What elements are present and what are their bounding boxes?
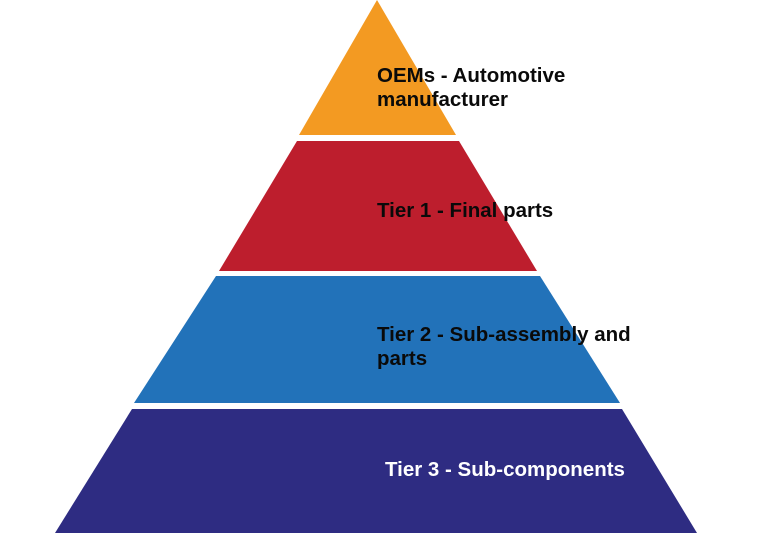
tier-label-tier-3: Tier 3 - Sub-components bbox=[385, 458, 625, 481]
pyramid-tier-2 bbox=[134, 276, 620, 403]
pyramid-tier-oem bbox=[299, 0, 456, 135]
tier-label-oem: OEMs - Automotive manufacturer bbox=[377, 64, 566, 111]
pyramid-tier-3 bbox=[55, 409, 697, 533]
pyramid-tier-1 bbox=[219, 141, 537, 271]
tier-label-tier-2: Tier 2 - Sub-assembly and parts bbox=[377, 323, 631, 370]
tier-label-tier-1: Tier 1 - Final parts bbox=[377, 199, 554, 222]
